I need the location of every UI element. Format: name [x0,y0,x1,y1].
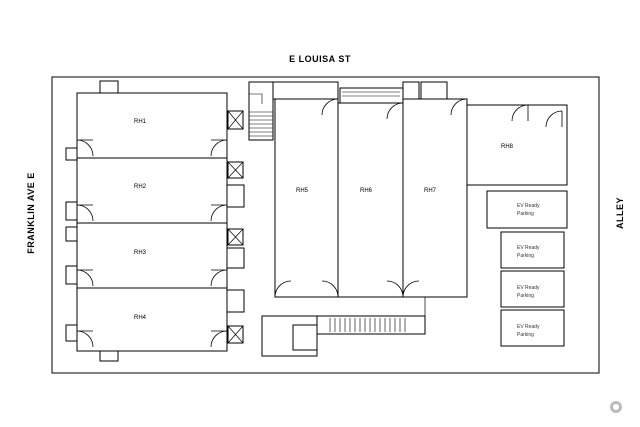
parking-line1: EV Ready [517,245,540,251]
utility-box-1 [227,110,244,130]
utility-box-4 [227,325,244,344]
balcony-rh7-b [420,81,448,100]
ev-parking-stall-2: EV Ready Parking [500,231,565,269]
parking-line2: Parking [517,253,534,259]
unit-label-rh2: RH2 [134,184,147,190]
parking-line1: EV Ready [517,203,540,209]
utility-box-3 [227,228,244,246]
south-stair [261,297,426,357]
unit-label-rh7: RH7 [424,188,437,194]
ev-parking-stall-4: EV Ready Parking [500,309,565,347]
unit-label-rh4: RH4 [134,315,147,321]
balcony-rh5 [272,81,339,100]
balcony-rh6 [339,87,404,106]
parking-line2: Parking [517,332,534,338]
utility-box-2 [227,161,244,179]
unit-label-rh5: RH5 [296,188,309,194]
street-label-west: FRANKLIN AVE E [26,172,36,254]
balcony-rh7-a [402,81,420,100]
townhouse-rh4: RH4 [65,287,245,362]
townhouse-rh5: RH5 [274,98,339,298]
street-label-east: ALLEY [615,197,625,229]
street-label-north: E LOUISA ST [289,54,351,64]
unit-label-rh8: RH8 [501,144,514,150]
lot-boundary [51,76,600,374]
unit-label-rh1: RH1 [134,119,147,125]
townhouse-rh2: RH2 [65,157,245,224]
parking-line2: Parking [517,293,534,299]
parking-line1: EV Ready [517,285,540,291]
parking-line1: EV Ready [517,324,540,330]
unit-label-rh3: RH3 [134,250,147,256]
townhouse-rh6: RH6 [337,102,404,298]
watermark-logo [610,401,622,413]
townhouse-rh3: RH3 [65,222,245,289]
ev-parking-stall-1: EV Ready Parking [486,190,568,229]
townhouse-rh1: RH1 [65,80,228,161]
unit-label-rh6: RH6 [360,188,373,194]
townhouse-rh7: RH7 [402,98,468,298]
parking-line2: Parking [517,211,534,217]
north-stair [248,81,274,141]
townhouse-rh8: RH8 [466,104,568,186]
ev-parking-stall-3: EV Ready Parking [500,270,565,308]
